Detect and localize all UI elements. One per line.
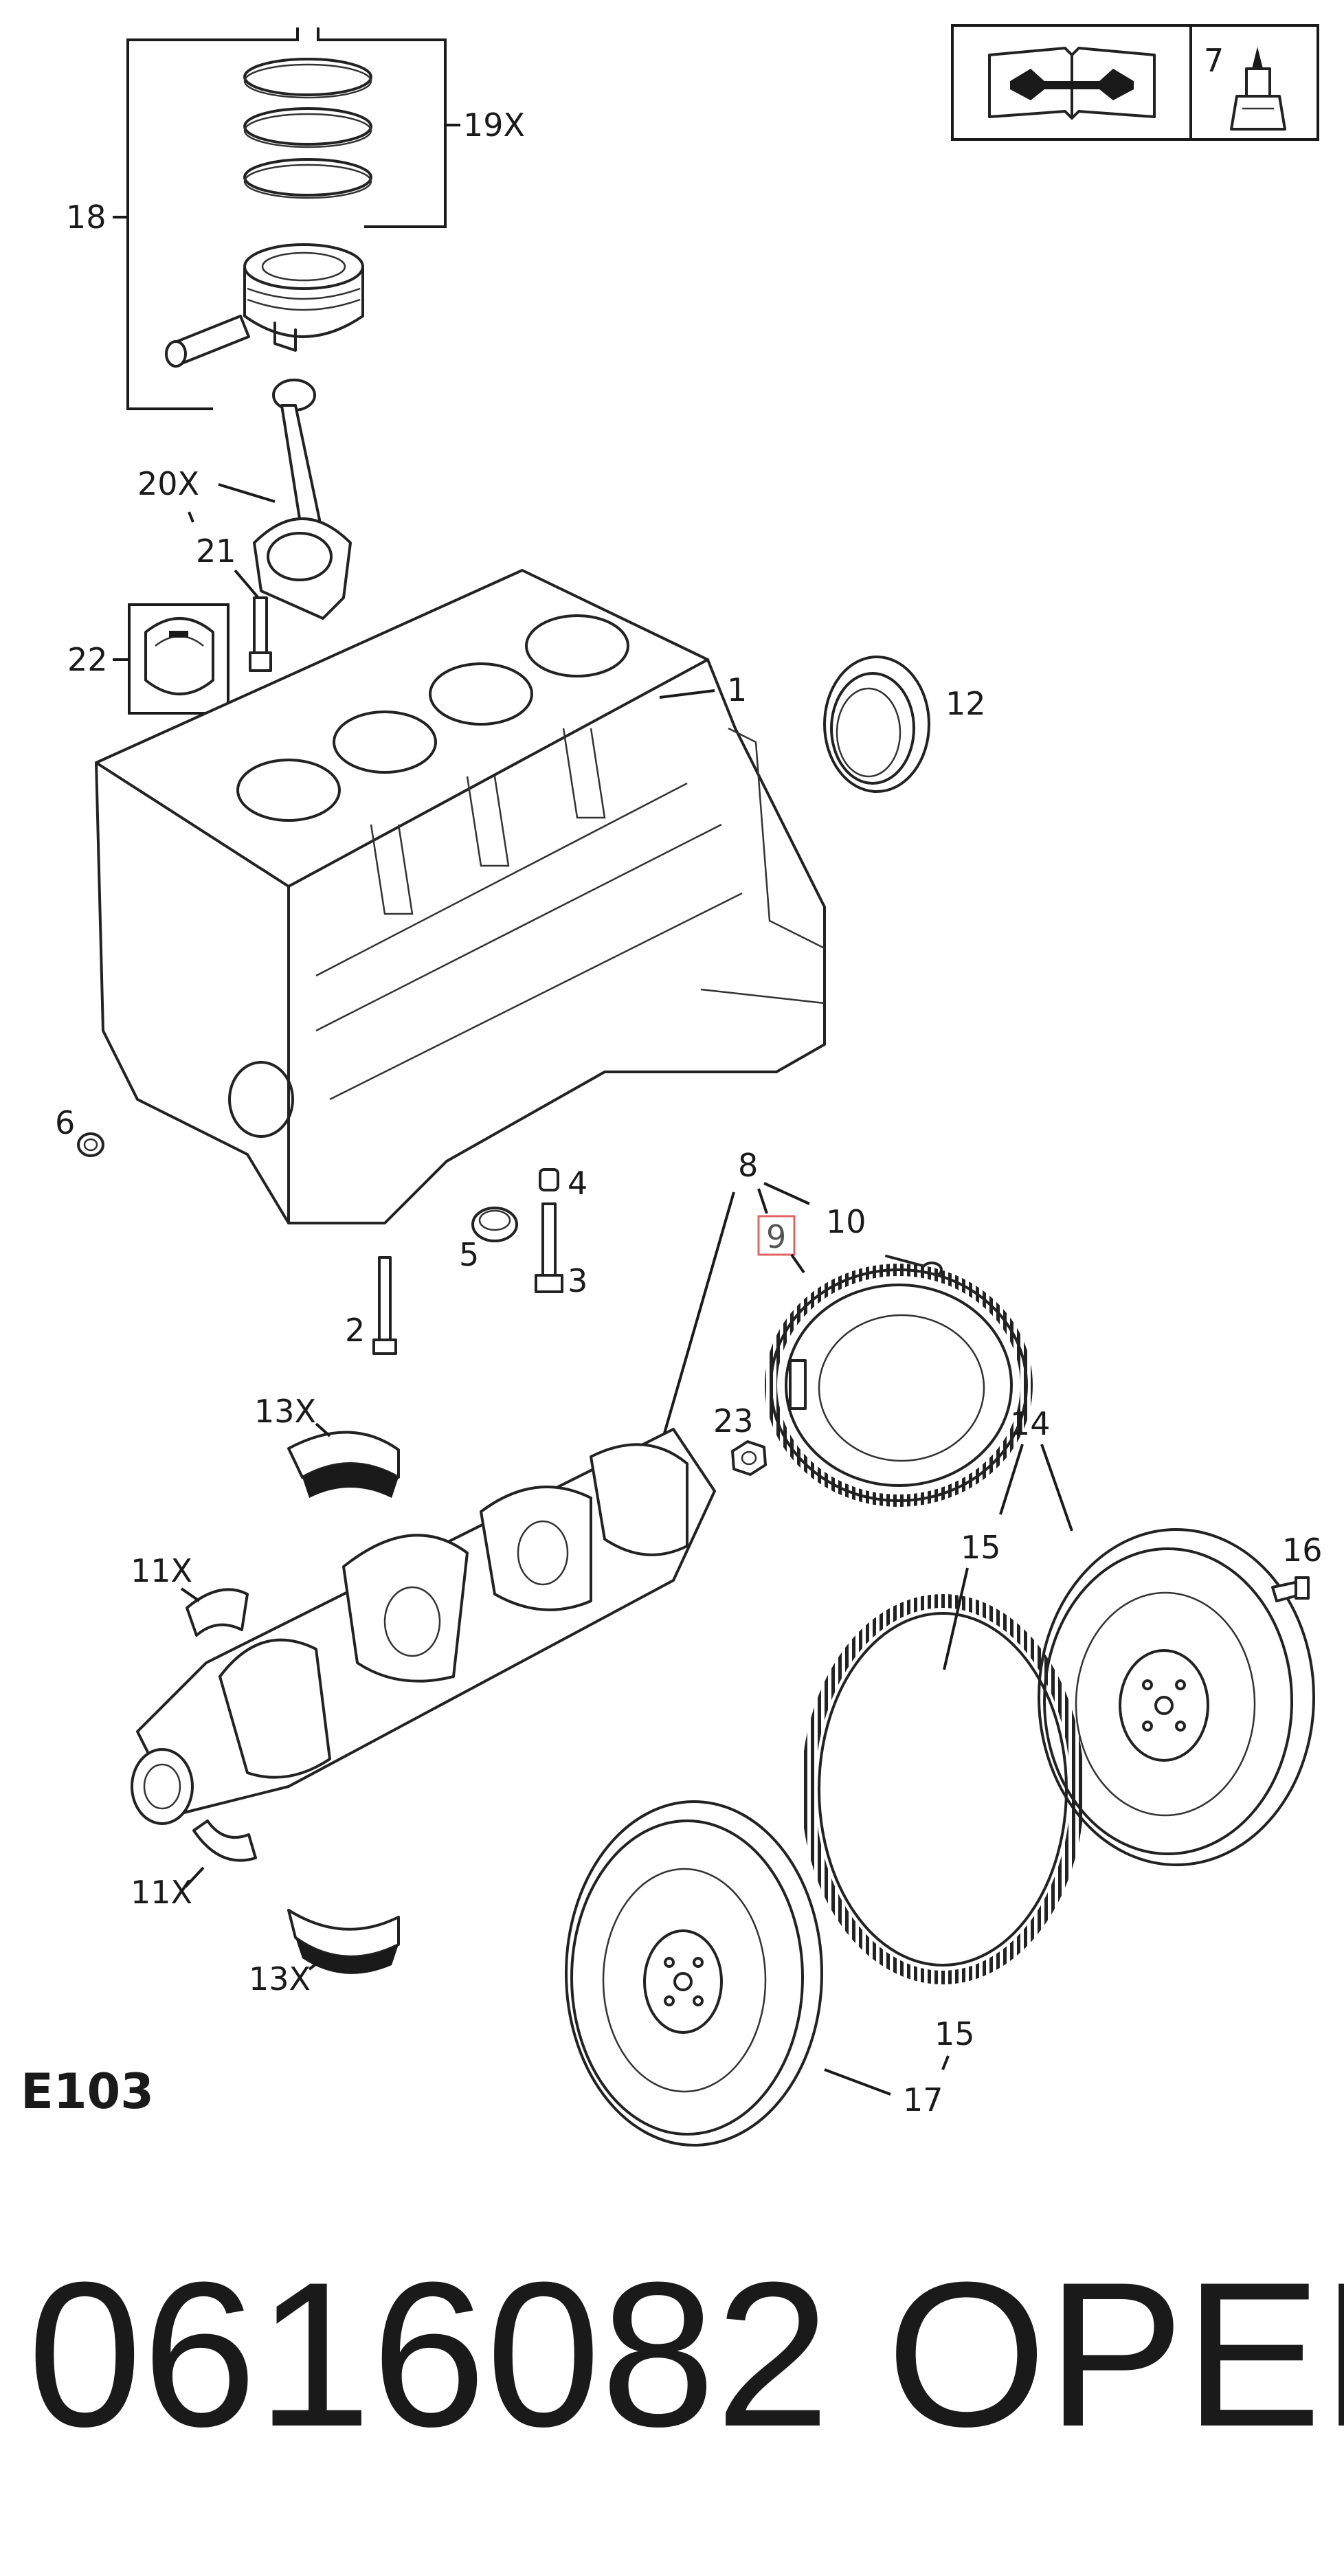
label-18: 18 — [66, 199, 107, 236]
piston-pin — [165, 315, 250, 368]
flywheel — [565, 1800, 823, 2147]
rear-main-seal — [823, 656, 930, 793]
label-23: 23 — [713, 1402, 754, 1440]
manual-wrench-icon — [988, 47, 1156, 120]
label-13x-top: 13X — [254, 1393, 316, 1430]
bearing-shell-box: 22 — [67, 603, 229, 715]
label-6: 6 — [55, 1104, 75, 1141]
label-11x-bottom: 11X — [131, 1874, 192, 1911]
ring-gear — [801, 1594, 1084, 1984]
bearing-shell-11x-top — [186, 1588, 249, 1637]
dual-mass-flywheel — [1038, 1528, 1315, 1866]
label-10: 10 — [826, 1203, 866, 1240]
bearing-shell-13x-top — [287, 1431, 400, 1498]
label-19x: 19X — [463, 107, 525, 144]
rod-bolt — [249, 596, 272, 672]
label-5: 5 — [459, 1236, 479, 1273]
sealant-bottle-icon — [1230, 47, 1286, 131]
nut-23 — [731, 1440, 767, 1476]
brand-name: OPEL — [886, 2239, 1344, 2469]
flywheel-bolt-16 — [1271, 1576, 1310, 1602]
label-15-top: 15 — [961, 1529, 1001, 1566]
label-21: 21 — [196, 533, 236, 570]
label-22: 22 — [67, 641, 108, 678]
sleeve-4 — [539, 1168, 559, 1191]
plug-6 — [77, 1132, 104, 1157]
reluctor-ring — [765, 1264, 1033, 1507]
bearing-shell-13x-bottom — [287, 1909, 400, 1974]
label-20x: 20X — [137, 465, 199, 502]
connecting-rod — [253, 379, 352, 620]
plug-5 — [471, 1207, 518, 1242]
highlight-box-9 — [757, 1215, 796, 1256]
label-4: 4 — [568, 1165, 587, 1202]
label-7: 7 — [1204, 42, 1224, 79]
bolt-2 — [372, 1256, 397, 1355]
crankshaft — [131, 1428, 716, 1825]
label-8: 8 — [738, 1147, 758, 1184]
label-2: 2 — [345, 1312, 365, 1349]
label-11x-top: 11X — [131, 1552, 192, 1589]
part-number: 0616082 — [27, 2239, 830, 2469]
label-16: 16 — [1282, 1532, 1323, 1569]
label-12: 12 — [945, 685, 986, 722]
label-13x-bottom: 13X — [249, 1960, 311, 1997]
bearing-shell-11x-bottom — [192, 1819, 257, 1862]
piston-group-bracket: 18 19X — [66, 27, 525, 410]
piston-ring-set — [243, 58, 372, 199]
label-14: 14 — [1010, 1405, 1051, 1442]
service-manual-box: 7 — [951, 24, 1319, 141]
engine-block — [95, 569, 826, 1224]
label-17: 17 — [903, 2081, 943, 2118]
piston — [243, 243, 364, 352]
label-1: 1 — [727, 671, 747, 708]
diagram-code: E103 — [21, 2063, 154, 2120]
bolt-3 — [535, 1202, 563, 1293]
label-9: 9 — [766, 1218, 786, 1255]
label-3: 3 — [568, 1262, 587, 1299]
label-15-bottom: 15 — [934, 2015, 975, 2052]
